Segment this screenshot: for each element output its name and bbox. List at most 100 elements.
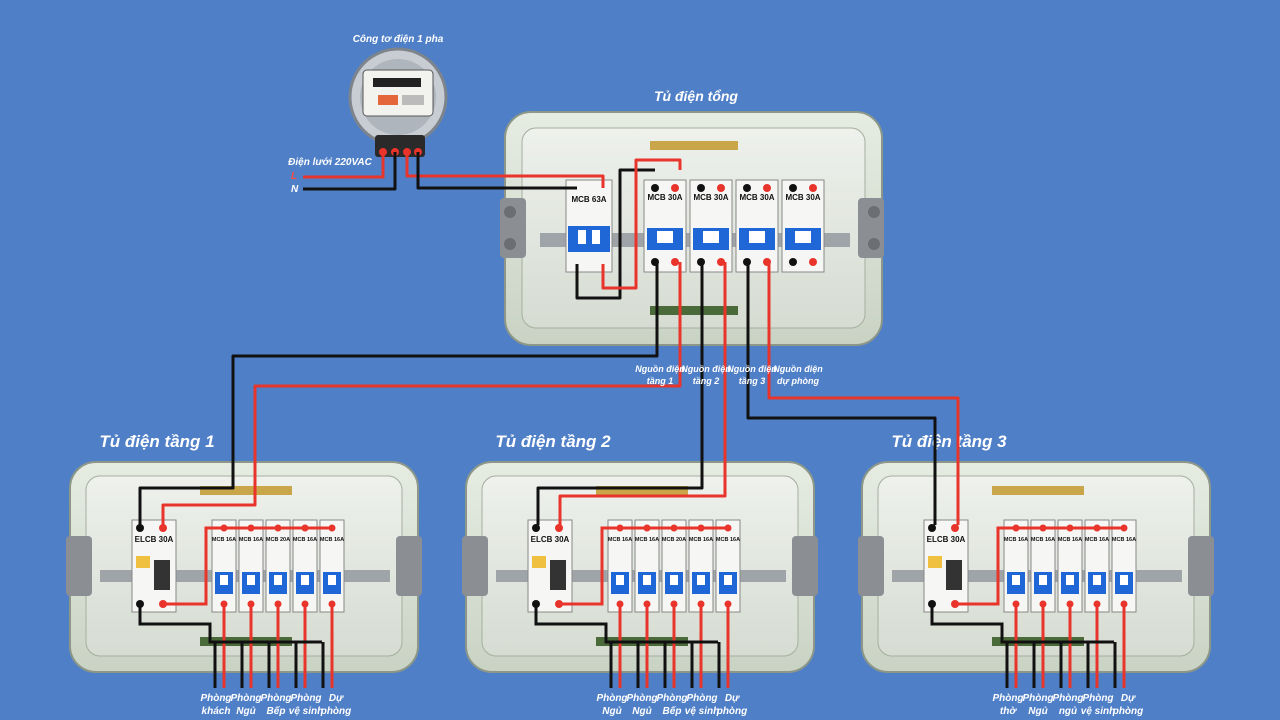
floor3-phase-feeder bbox=[767, 262, 960, 525]
main-branch-breaker[interactable]: MCB 30A bbox=[781, 179, 825, 273]
main-output-line1: Nguồn điện bbox=[635, 364, 685, 374]
meter-neutral-out-wire bbox=[416, 152, 577, 190]
floor1-phase-feeder bbox=[161, 262, 682, 525]
room-breaker-label: MCB 16A bbox=[635, 537, 659, 543]
room-label-line2: Ngủ bbox=[602, 706, 621, 717]
room-label-line2: vệ sinh bbox=[1081, 706, 1115, 717]
phase-bus-wire bbox=[601, 158, 682, 290]
room-breaker-label: MCB 16A bbox=[1085, 537, 1109, 543]
room-label-line1: Phòng bbox=[1082, 693, 1113, 704]
room-breaker[interactable]: MCB 16A bbox=[292, 519, 318, 613]
room-label-line2: phòng bbox=[1112, 706, 1144, 717]
room-breaker[interactable]: MCB 16A bbox=[634, 519, 660, 613]
room-breaker[interactable]: MCB 16A bbox=[1084, 519, 1110, 613]
main-breaker-label: MCB 63A bbox=[571, 195, 606, 204]
room-label-line1: Phòng bbox=[200, 693, 231, 704]
room-label-line1: Dự bbox=[1121, 693, 1136, 704]
main-branch-breaker-label: MCB 30A bbox=[693, 193, 728, 202]
room-label: Dự phòng bbox=[1112, 693, 1144, 717]
room-label-line1: Phòng bbox=[290, 693, 321, 704]
main-panel-title: Tủ điện tổng bbox=[654, 88, 738, 104]
main-output-label: Nguồn điện tầng 3 bbox=[727, 364, 777, 386]
room-label-line2: vệ sinh bbox=[685, 706, 719, 717]
floor3-neutral-feeder bbox=[746, 262, 937, 525]
main-output-line1: Nguồn điện bbox=[727, 364, 777, 374]
main-output-line2: tầng 2 bbox=[693, 376, 720, 386]
main-branch-breaker[interactable]: MCB 30A bbox=[689, 179, 733, 273]
room-label-line1: Phòng bbox=[656, 693, 687, 704]
main-branch-breaker-label: MCB 30A bbox=[785, 193, 820, 202]
room-breaker-label: MCB 16A bbox=[608, 537, 632, 543]
room-breaker[interactable]: MCB 16A bbox=[688, 519, 714, 613]
floor-panel-title: Tủ điện tầng 2 bbox=[495, 432, 611, 451]
main-branch-breaker[interactable]: MCB 30A bbox=[643, 179, 687, 273]
room-breaker[interactable]: MCB 16A bbox=[211, 519, 237, 613]
room-label-line2: Bếp bbox=[663, 705, 682, 717]
main-breaker[interactable]: MCB 63A bbox=[565, 179, 613, 273]
main-branch-breaker-label: MCB 30A bbox=[647, 193, 682, 202]
meter-title: Công tơ điện 1 pha bbox=[353, 34, 444, 45]
room-label-line1: Phòng bbox=[1052, 693, 1083, 704]
grid-phase-wire bbox=[303, 152, 385, 179]
room-label-line2: Ngủ bbox=[1028, 706, 1047, 717]
grid-l-label: L bbox=[291, 171, 297, 182]
elcb-breaker[interactable]: ELCB 30A bbox=[923, 519, 969, 613]
room-label-line1: Phòng bbox=[992, 693, 1023, 704]
floor2-neutral-feeder bbox=[536, 262, 704, 525]
grid-neutral-wire bbox=[303, 152, 397, 191]
floor-panel-title: Tủ điện tầng 3 bbox=[891, 432, 1007, 451]
elcb-breaker[interactable]: ELCB 30A bbox=[131, 519, 177, 613]
elcb-breaker[interactable]: ELCB 30A bbox=[527, 519, 573, 613]
main-branch-breaker[interactable]: MCB 30A bbox=[735, 179, 779, 273]
room-breaker[interactable]: MCB 20A bbox=[265, 519, 291, 613]
room-label-line1: Phòng bbox=[686, 693, 717, 704]
main-output-line2: dự phòng bbox=[777, 376, 819, 386]
meter-phase-out-wire bbox=[405, 152, 605, 188]
room-breaker-label: MCB 16A bbox=[1031, 537, 1055, 543]
room-breaker-label: MCB 20A bbox=[662, 537, 686, 543]
room-label-line1: Phòng bbox=[1022, 693, 1053, 704]
room-label: Phòng ngủ bbox=[1052, 693, 1083, 717]
elcb-neutral-out-wire bbox=[138, 604, 322, 644]
main-output-line2: tầng 3 bbox=[739, 376, 766, 386]
grid-label: Điện lưới 220VAC bbox=[288, 157, 372, 168]
room-label-line1: Phòng bbox=[260, 693, 291, 704]
room-label-line2: ngủ bbox=[1059, 706, 1077, 717]
room-label-line1: Dự bbox=[329, 693, 344, 704]
room-breaker[interactable]: MCB 16A bbox=[1003, 519, 1029, 613]
grid-input: Điện lưới 220VAC L N bbox=[288, 157, 372, 195]
room-breaker[interactable]: MCB 16A bbox=[1111, 519, 1137, 613]
room-breaker[interactable]: MCB 16A bbox=[1057, 519, 1083, 613]
room-breaker[interactable]: MCB 16A bbox=[607, 519, 633, 613]
main-output-line1: Nguồn điện bbox=[773, 364, 823, 374]
floor2-phase-feeder bbox=[558, 262, 727, 525]
room-breaker[interactable]: MCB 16A bbox=[1030, 519, 1056, 613]
room-breaker-label: MCB 16A bbox=[212, 537, 236, 543]
room-breaker-label: MCB 16A bbox=[239, 537, 263, 543]
room-breaker[interactable]: MCB 16A bbox=[715, 519, 741, 613]
room-breaker[interactable]: MCB 16A bbox=[319, 519, 345, 613]
main-output-line1: Nguồn điện bbox=[681, 364, 731, 374]
elcb-phase-out-wire bbox=[163, 526, 332, 606]
room-breaker-label: MCB 16A bbox=[320, 537, 344, 543]
floor1-neutral-feeder bbox=[138, 262, 659, 525]
room-breaker[interactable]: MCB 20A bbox=[661, 519, 687, 613]
elcb-label: ELCB 30A bbox=[135, 535, 174, 544]
room-label-line2: Ngủ bbox=[236, 706, 255, 717]
room-breaker[interactable]: MCB 16A bbox=[238, 519, 264, 613]
neutral-bus-wire bbox=[575, 168, 655, 300]
room-label: Phòng vệ sinh bbox=[1081, 693, 1115, 717]
